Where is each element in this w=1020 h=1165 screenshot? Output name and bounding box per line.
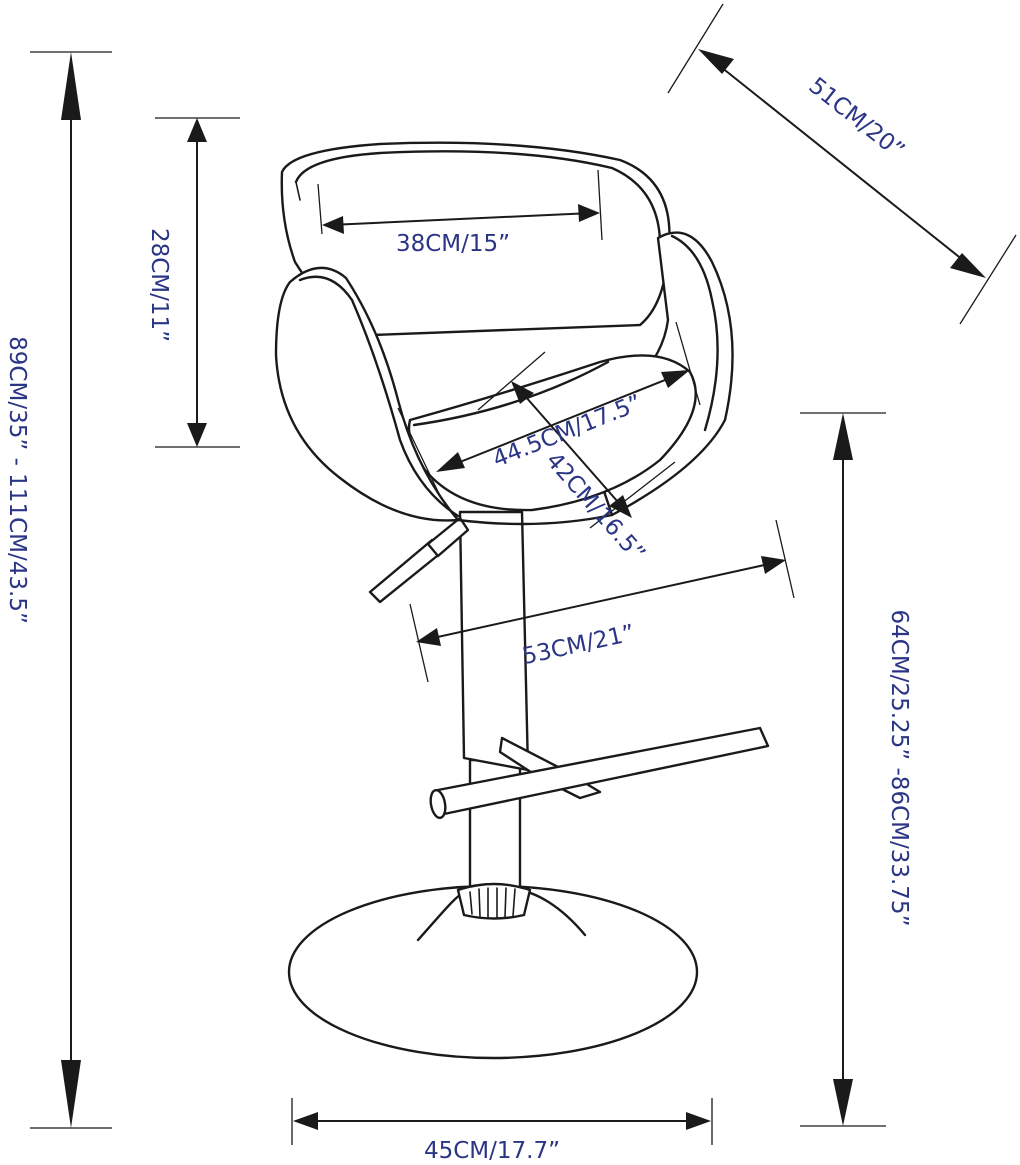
seat-depth-dimension-line [477,351,676,529]
footrest [429,726,770,820]
total-height-label: 89CM/35” - 111CM/43.5” [4,336,30,624]
depth-label: 51CM/20” [804,73,909,164]
ribbed-collar [456,882,532,920]
base-diameter-label: 45CM/17.7” [424,1138,560,1164]
footrest-bar-end [429,788,447,820]
overall-width-label: 53CM/21” [520,620,637,670]
back-height-dimension-line [155,117,240,448]
back-width-dimension-line [317,169,603,241]
gas-lift-cylinder [458,510,530,772]
seat-crease [412,360,610,427]
dimension-lines [30,3,1017,1145]
seat-height-dimension-line [800,412,886,1127]
base-diameter-dimension-line [291,1098,713,1145]
collar-ribs [469,887,516,918]
back-inner-edge [294,150,662,252]
total-height-dimension-line [30,51,112,1129]
back-width-label: 38CM/15” [396,231,510,257]
seat-cushion [407,354,697,512]
depth-dimension-line [667,3,1017,325]
seat-width-dimension-line [397,321,701,501]
seat-height-label: 64CM/25.25” -86CM/33.75” [886,610,912,927]
back-height-label: 28CM/11” [146,228,172,342]
height-adjust-lever [368,516,470,604]
bar-stool-illustration [274,141,770,1060]
overall-width-dimension-line [409,519,795,683]
